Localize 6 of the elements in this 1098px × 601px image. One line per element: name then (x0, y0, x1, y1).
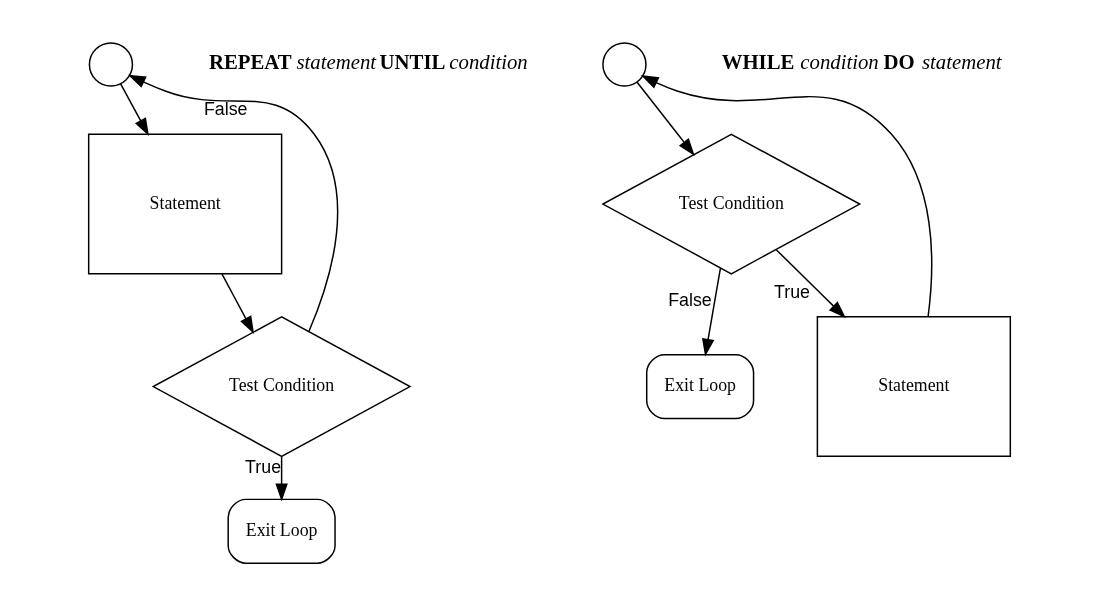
label: REPEAT statement UNTIL condition (208, 49, 528, 73)
edge-label: True (773, 281, 810, 302)
label: WHILE condition DO statement (721, 49, 1002, 73)
edge-label: False (667, 290, 712, 311)
edge-label: True (244, 457, 281, 478)
edge-label: False (203, 99, 248, 120)
